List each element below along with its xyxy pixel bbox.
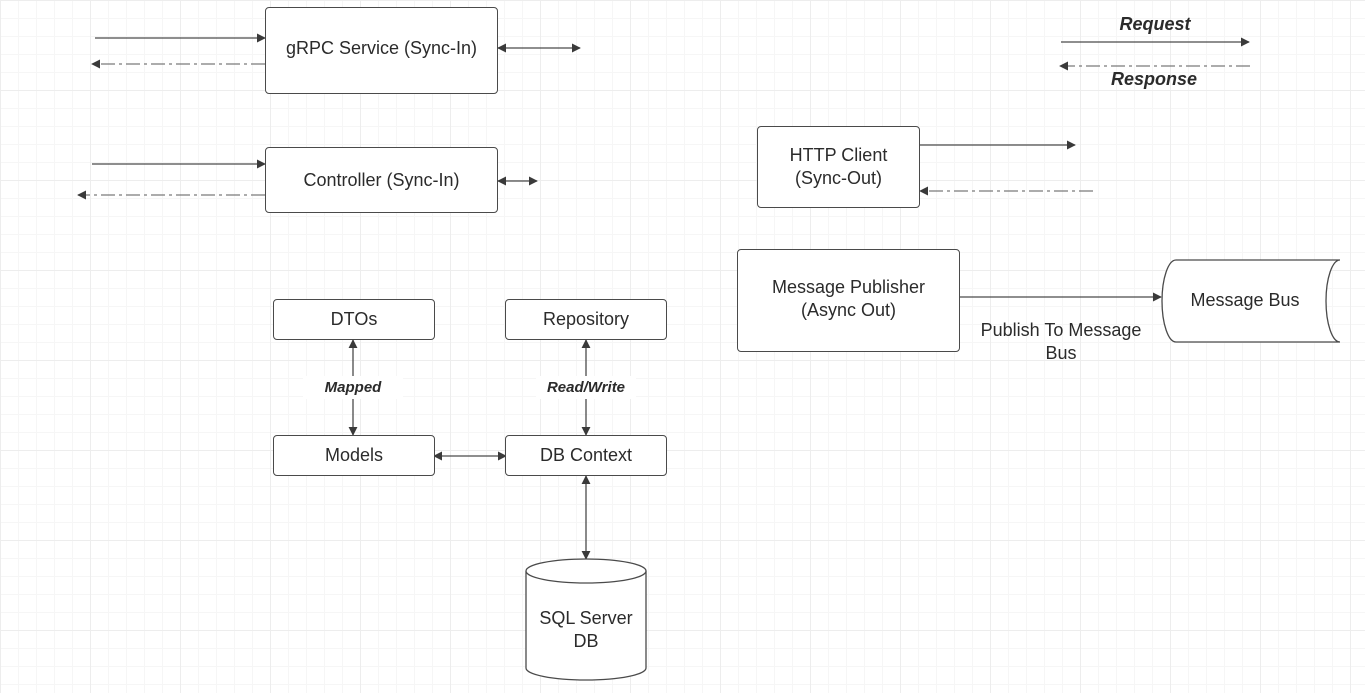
http-client-node[interactable]: HTTP Client (Sync-Out) [757, 126, 920, 208]
dtos-node[interactable]: DTOs [273, 299, 435, 340]
legend-request-label: Request [1119, 14, 1191, 34]
sql-server-db-label[interactable]: SQL Server DB [539, 608, 633, 651]
grpc-service-node[interactable]: gRPC Service (Sync-In) [265, 7, 498, 94]
publish-to-message-bus-label: Publish To Message Bus [980, 320, 1142, 363]
models-node[interactable]: Models [273, 435, 435, 476]
message-bus-label[interactable]: Message Bus [1190, 289, 1300, 310]
sql-server-db-cylinder [525, 558, 647, 681]
db-context-node[interactable]: DB Context [505, 435, 667, 476]
controller-node[interactable]: Controller (Sync-In) [265, 147, 498, 213]
message-bus-cylinder [1161, 259, 1341, 343]
message-publisher-node[interactable]: Message Publisher (Async Out) [737, 249, 960, 352]
repository-node[interactable]: Repository [505, 299, 667, 340]
read-write-label: Read/Write [536, 376, 636, 399]
mapped-label: Mapped [303, 376, 403, 399]
legend-response-label: Response [1110, 69, 1198, 89]
